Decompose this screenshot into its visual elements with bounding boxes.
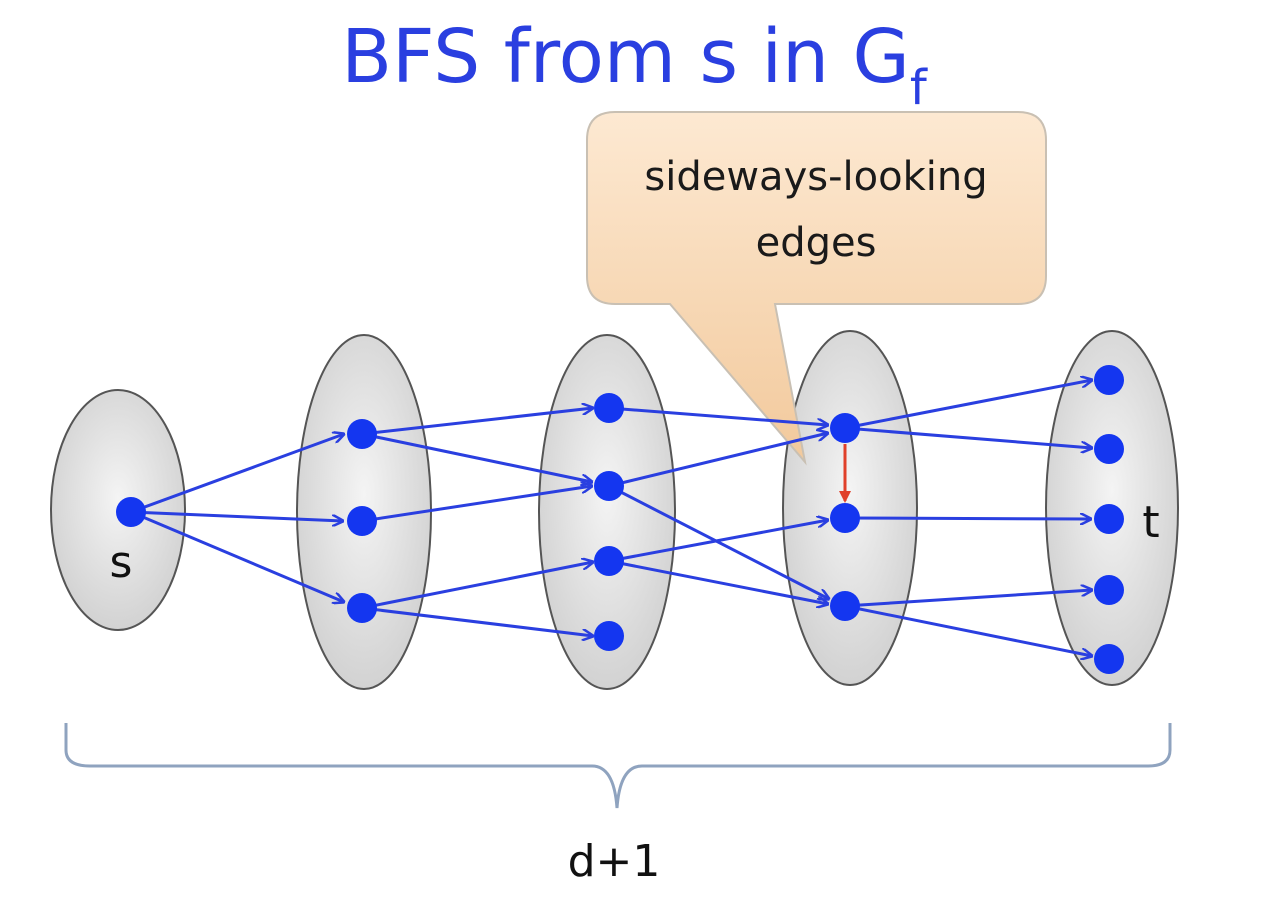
node bbox=[830, 413, 860, 443]
edge bbox=[361, 562, 593, 610]
node bbox=[347, 593, 377, 623]
callout-bubble bbox=[586, 111, 1047, 466]
label-t: t bbox=[1142, 497, 1159, 548]
node bbox=[347, 506, 377, 536]
edges bbox=[130, 380, 1092, 656]
node bbox=[1094, 434, 1124, 464]
node bbox=[1094, 644, 1124, 674]
label-s: s bbox=[110, 537, 133, 588]
layer-2 bbox=[538, 334, 676, 690]
edge bbox=[361, 432, 592, 482]
edge bbox=[608, 433, 828, 488]
edge bbox=[608, 484, 829, 599]
node bbox=[830, 503, 860, 533]
edge bbox=[844, 590, 1092, 608]
slide-title: BFS from s in Gf bbox=[0, 12, 1268, 112]
node bbox=[347, 419, 377, 449]
edge bbox=[608, 559, 828, 604]
brace-label: d+1 bbox=[568, 836, 661, 887]
edge bbox=[130, 510, 344, 602]
node bbox=[1094, 365, 1124, 395]
edge bbox=[361, 408, 593, 436]
edge bbox=[130, 434, 344, 514]
edge bbox=[130, 510, 343, 521]
edge bbox=[844, 518, 1091, 519]
node-s bbox=[116, 497, 146, 527]
edge bbox=[361, 486, 592, 523]
title-subscript: f bbox=[909, 60, 927, 116]
node bbox=[594, 471, 624, 501]
node bbox=[1094, 575, 1124, 605]
node bbox=[594, 546, 624, 576]
nodes bbox=[116, 365, 1124, 674]
edge bbox=[608, 520, 828, 563]
node bbox=[594, 621, 624, 651]
node bbox=[830, 591, 860, 621]
edge bbox=[361, 606, 593, 636]
node bbox=[594, 393, 624, 423]
edge bbox=[608, 406, 828, 425]
callout-line-2: edges bbox=[756, 220, 877, 266]
edge bbox=[844, 426, 1092, 448]
brace bbox=[64, 723, 1172, 809]
node-t bbox=[1094, 504, 1124, 534]
title-main: BFS from s in G bbox=[341, 14, 910, 100]
edge bbox=[844, 604, 1092, 656]
callout-line-1: sideways-looking bbox=[644, 154, 987, 200]
edge bbox=[844, 380, 1092, 430]
